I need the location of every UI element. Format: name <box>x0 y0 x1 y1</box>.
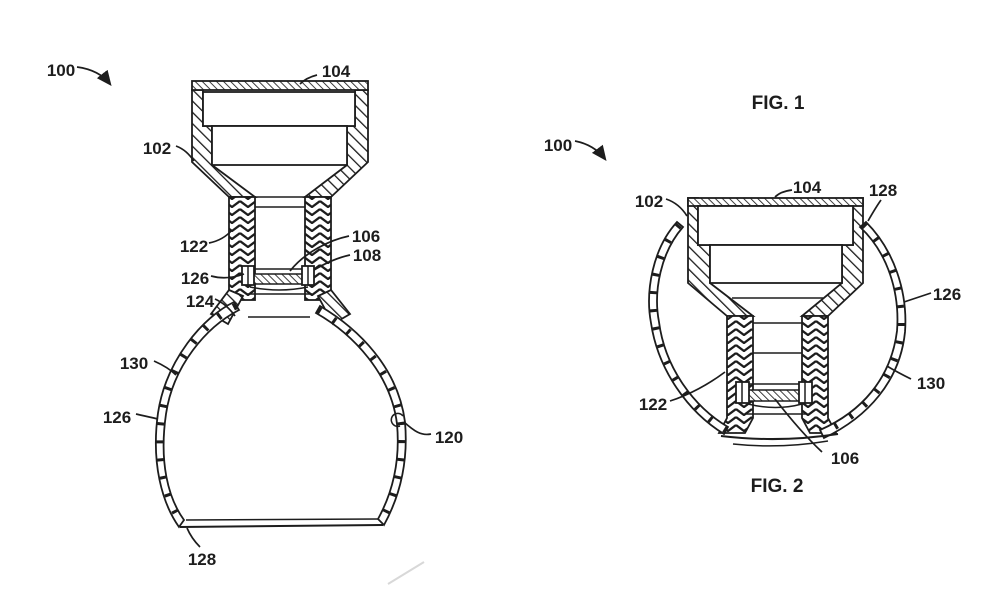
fig1-ref-128: 128 <box>188 550 216 569</box>
fig2-dome-right-ticks <box>820 222 905 437</box>
fig2-bottom-outer-line <box>720 433 839 441</box>
fig2-dome-left-ticks <box>649 222 728 434</box>
fig2-ref-102: 102 <box>635 192 663 211</box>
fig1-arrow-100 <box>76 66 112 87</box>
fig2-leader-130 <box>886 365 912 380</box>
fig1-cap-plate-lower <box>211 125 348 166</box>
fig1-leader-108 <box>313 254 351 271</box>
fig1-cap-top-band <box>191 80 369 91</box>
fig1-internal-plate <box>241 265 315 291</box>
fig2-ref-130: 130 <box>917 374 945 393</box>
fig2-ref-126: 126 <box>933 285 961 304</box>
fig2-caption: FIG. 2 <box>751 476 804 497</box>
fig2-leader-102 <box>665 198 688 217</box>
fig1-ref-122: 122 <box>180 237 208 256</box>
fig1-caption: FIG. 1 <box>752 93 805 114</box>
fig1-ref-126-lower: 126 <box>103 408 131 427</box>
fig2-ref-122: 122 <box>639 395 667 414</box>
fig1-base-inner-line <box>185 518 379 521</box>
fig1-ref-120: 120 <box>435 428 463 447</box>
fig1-ref-126-upper: 126 <box>181 269 209 288</box>
fig1-ref-104: 104 <box>322 62 351 81</box>
fig1-leader-130 <box>153 360 177 376</box>
fig1-leader-122 <box>208 229 233 244</box>
fig2-cap-plate-lower <box>709 244 843 284</box>
fig1-dome-left-wall <box>155 300 241 529</box>
fig1-ref-130: 130 <box>120 354 148 373</box>
fig2-leader-122 <box>669 371 726 402</box>
fig2-leader-126 <box>903 292 932 303</box>
fig1-hook-feature <box>390 412 404 428</box>
fig2-cap-plate-upper <box>697 205 854 246</box>
fig1-cap-plate-upper <box>202 91 356 127</box>
fig2-ref-106: 106 <box>831 449 859 468</box>
fig2-bottom-inner-line <box>732 440 829 447</box>
fig1-ref-124: 124 <box>186 292 215 311</box>
fig2-cap-top-band <box>687 197 864 207</box>
fig1-base-outer-line <box>179 524 384 528</box>
fig1-leader-126a <box>210 273 245 279</box>
fig2-ref-104: 104 <box>793 178 822 197</box>
fig1-drawing <box>155 80 407 529</box>
fig2-dome-left-wall <box>648 220 730 436</box>
fig1-leader-124 <box>214 298 236 317</box>
fig1-dome-right-ticks <box>316 306 406 523</box>
fig1-leader-102 <box>175 145 195 162</box>
fig2-leader-128 <box>867 199 882 222</box>
fig1-ref-108: 108 <box>353 246 381 265</box>
fig2-labels: FIG. 1 100 102 104 128 126 130 122 106 F… <box>544 93 961 497</box>
fig2-leaders <box>574 140 932 453</box>
fig1-leader-128 <box>186 527 201 548</box>
fig1-ref-100: 100 <box>47 61 75 80</box>
fig2-arrow-100 <box>574 140 607 162</box>
fig2-internal-plate <box>735 381 813 415</box>
fig1-labels: 100 104 102 122 106 108 126 124 130 126 … <box>47 61 463 569</box>
fig2-drawing <box>648 197 907 447</box>
fig2-leader-104 <box>774 189 793 198</box>
fig2-ref-100: 100 <box>544 136 572 155</box>
fig1-ref-106: 106 <box>352 227 380 246</box>
fig1-ref-102: 102 <box>143 139 171 158</box>
fig1-leader-120 <box>403 421 432 436</box>
fig2-ref-128: 128 <box>869 181 897 200</box>
fig1-leaders <box>76 66 432 548</box>
fig2-dome-right-wall <box>818 220 907 440</box>
fig1-leader-106 <box>289 235 350 272</box>
fig1-leader-126b <box>135 413 159 420</box>
fig2-leader-106 <box>774 398 823 453</box>
fig1-leader-104 <box>299 74 318 85</box>
scan-artifact <box>387 561 425 585</box>
